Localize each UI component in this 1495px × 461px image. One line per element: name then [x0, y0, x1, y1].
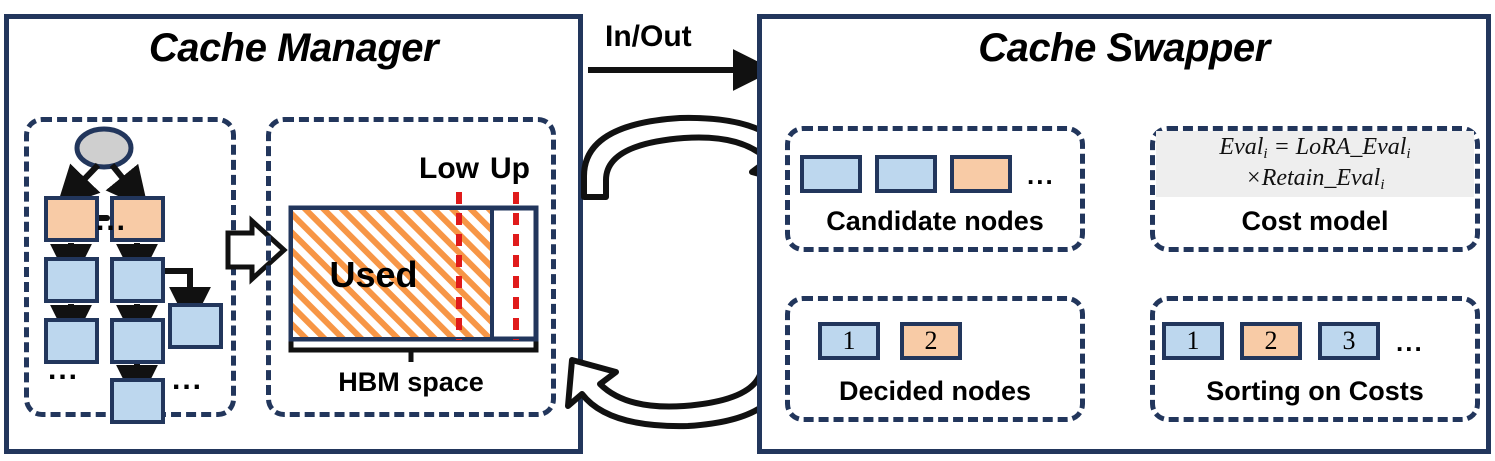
candidate-node-3[interactable] — [950, 155, 1012, 193]
sorting-ellipsis: ... — [1396, 327, 1424, 357]
candidate-nodes-group — [785, 126, 1085, 252]
sorting-node-2[interactable]: 2 — [1240, 322, 1302, 360]
candidate-node-1[interactable] — [800, 155, 862, 193]
cache-swapper-panel — [757, 14, 1491, 454]
hbm-space-group — [266, 117, 556, 417]
hbm-space-caption: HBM space — [338, 367, 484, 397]
sorting-on-costs-group — [1150, 296, 1480, 422]
decided-node-2[interactable]: 2 — [900, 322, 962, 360]
tree-ellipsis-left-bottom: ... — [48, 353, 80, 386]
cost-model-formula-line-2: ×Retain_Evali — [1245, 164, 1384, 195]
formula-sub-i-1: i — [1263, 146, 1268, 163]
cost-model-group — [1150, 126, 1480, 252]
tree-node-blue-5[interactable] — [168, 303, 223, 349]
tree-ellipsis-mid: ... — [96, 204, 128, 237]
hbm-low-label: Low — [419, 152, 479, 185]
formula-sub-i-2: i — [1406, 146, 1411, 163]
tree-node-blue-2[interactable] — [110, 257, 165, 303]
sorting-on-costs-caption: Sorting on Costs — [1206, 376, 1424, 406]
cache-manager-title: Cache Manager — [148, 26, 439, 70]
formula-term-eval: Eval — [1219, 134, 1264, 161]
sorting-node-3[interactable]: 3 — [1318, 322, 1380, 360]
formula-sub-i-3: i — [1380, 177, 1385, 193]
cost-model-formula-line-1: Evali = LoRA_Evali — [1219, 133, 1410, 164]
hbm-used-label: Used — [329, 254, 418, 295]
formula-term-retain-eval: Retain_Eval — [1261, 165, 1381, 191]
tree-node-blue-6[interactable] — [110, 378, 165, 424]
sorting-node-1[interactable]: 1 — [1162, 322, 1224, 360]
tree-node-orange-2[interactable] — [110, 196, 165, 242]
in-out-label: In/Out — [605, 20, 692, 53]
tree-node-blue-1[interactable] — [44, 257, 99, 303]
cost-model-formula: Evali = LoRA_Evali ×Retain_Evali — [1156, 131, 1474, 197]
candidate-ellipsis: ... — [1027, 160, 1055, 190]
formula-term-lora-eval: LoRA_Eval — [1295, 134, 1407, 161]
candidate-node-2[interactable] — [875, 155, 937, 193]
tree-node-orange-1[interactable] — [44, 196, 99, 242]
cache-swapper-title: Cache Swapper — [978, 26, 1270, 70]
decided-nodes-caption: Decided nodes — [838, 376, 1032, 406]
formula-equals: = — [1267, 134, 1296, 161]
candidate-nodes-caption: Candidate nodes — [826, 206, 1044, 236]
hbm-up-label: Up — [490, 152, 530, 185]
cost-model-caption: Cost model — [1241, 206, 1389, 236]
formula-times: × — [1245, 165, 1262, 191]
tree-node-blue-3[interactable] — [44, 318, 99, 364]
tree-node-blue-4[interactable] — [110, 318, 165, 364]
decided-node-1[interactable]: 1 — [818, 322, 880, 360]
decided-nodes-group — [785, 296, 1085, 422]
tree-ellipsis-right-bottom: ... — [172, 363, 204, 396]
